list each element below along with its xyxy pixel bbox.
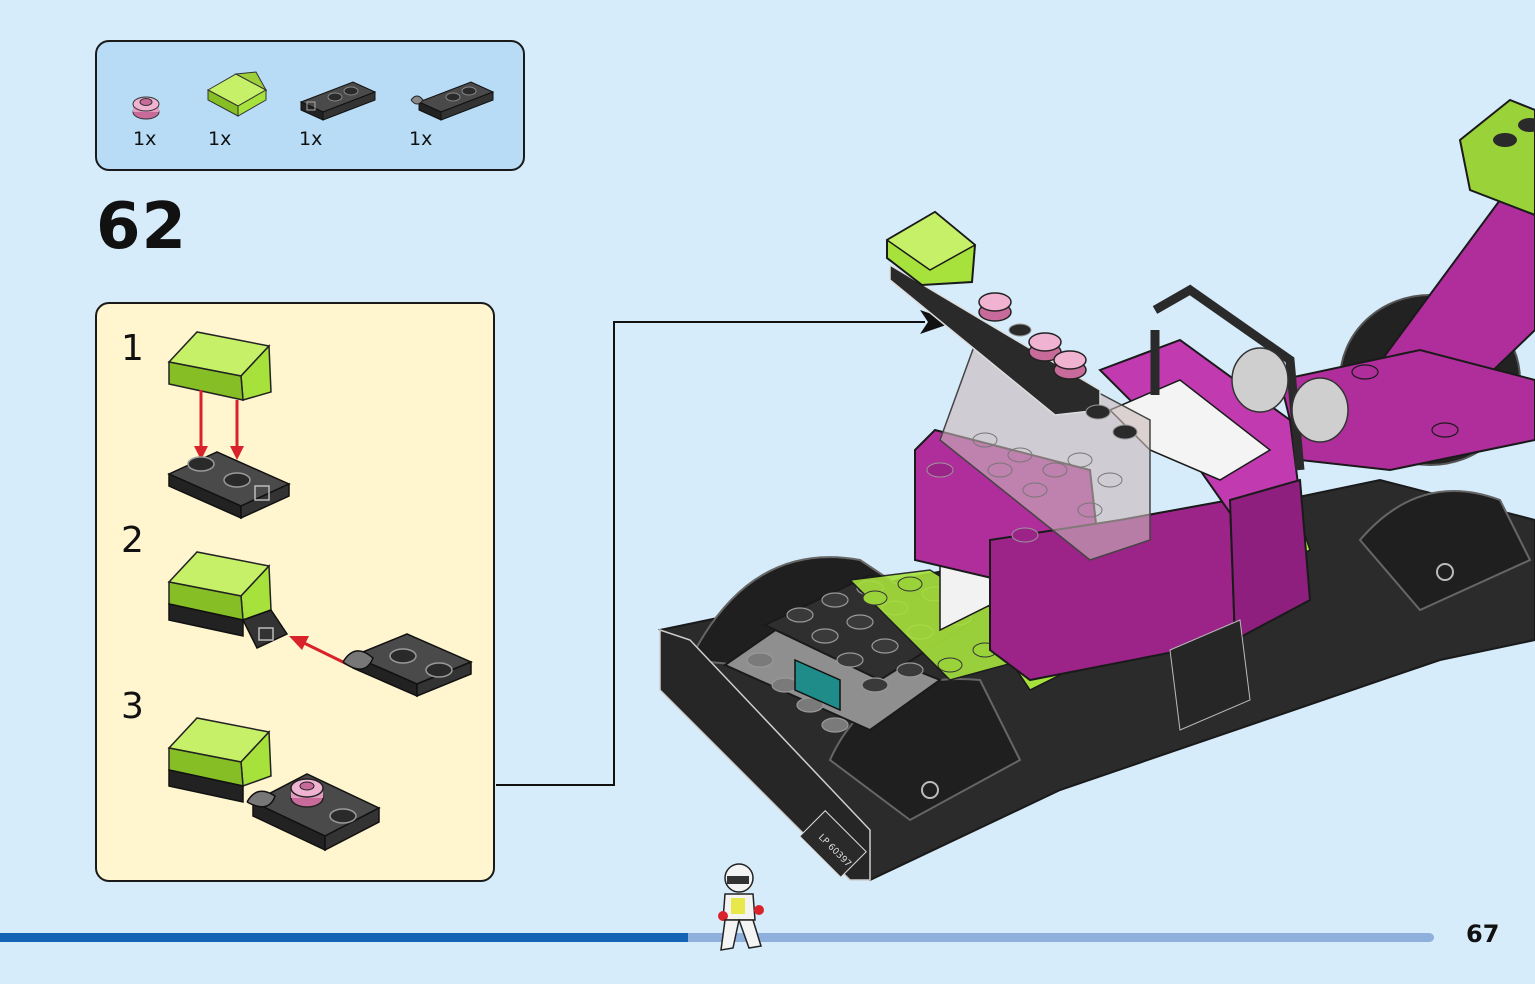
vehicle-model-illustration: LP 60397: [658, 98, 1535, 882]
substep-number: 3: [121, 686, 144, 727]
minifigure-runner-icon: [718, 863, 764, 951]
page-number: 67: [1466, 920, 1500, 948]
part-qty: 1x: [409, 128, 433, 150]
substep-2-illustration: [167, 551, 473, 698]
progress-track: [0, 933, 1434, 942]
subassembly-box: 1 2 3: [95, 302, 495, 882]
pink-round-plate-icon: [132, 96, 160, 120]
part-qty: 1x: [208, 128, 232, 150]
substep-number: 1: [121, 328, 144, 369]
substep-1-illustration: [167, 331, 291, 520]
substep-3-illustration: [167, 717, 381, 852]
substep-number: 2: [121, 520, 144, 561]
progress-fill: [0, 933, 688, 942]
parts-list: 1x 1x 1x 1x: [95, 40, 525, 171]
part-lime-slope: 1x: [202, 62, 268, 150]
part-pink-round-plate: 1x: [127, 62, 165, 150]
part-black-hinge-plate: 1x: [297, 62, 377, 150]
part-black-clip-plate: 1x: [409, 62, 495, 150]
black-hinge-plate-icon: [299, 81, 377, 121]
part-qty: 1x: [133, 128, 157, 150]
part-qty: 1x: [299, 128, 323, 150]
black-clip-plate-icon: [410, 81, 495, 121]
lime-slope-icon: [206, 71, 268, 117]
step-number: 62: [96, 190, 188, 264]
